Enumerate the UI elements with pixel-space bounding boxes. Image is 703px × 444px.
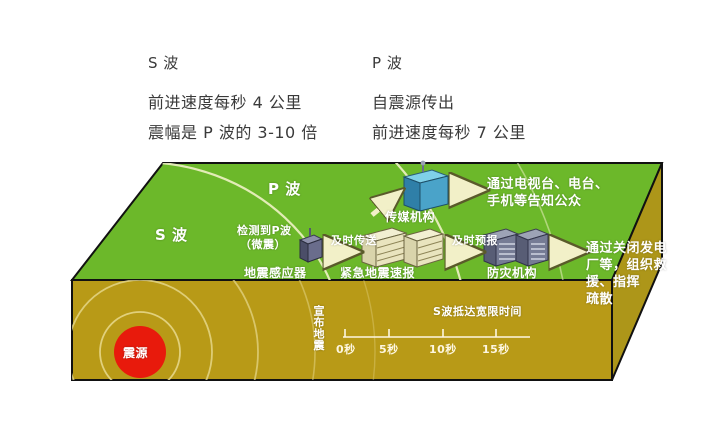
outcome-media-line-1: 通过电视台、电台、 [487, 177, 609, 192]
legend-p-wave-title: P 波 [372, 54, 403, 72]
label-p-wave: P 波 [268, 180, 301, 198]
label-detect-p-wave-line-1: 检测到P波 [237, 224, 292, 237]
outcome-agency-line-1: 通过关闭发电 [586, 241, 668, 256]
node-label-seismic-sensor: 地震感应器 [244, 266, 307, 280]
broadcast-box-icon [402, 160, 450, 212]
label-arrow-timely-transmit: 及时传送 [331, 234, 377, 247]
outcome-media-line-2: 手机等告知公众 [487, 194, 582, 209]
outcome-agency-line-4: 疏散 [586, 292, 614, 307]
hypocenter-marker [114, 326, 166, 378]
label-s-wave-grace-time: S波抵达宽限时间 [433, 305, 522, 318]
timeline-axis [343, 329, 530, 338]
arrow-center-to-media [372, 192, 400, 215]
subsurface-side-face [611, 162, 663, 381]
wave-rings-subsurface [72, 280, 376, 380]
legend-p-wave-line-1: 自震源传出 [372, 93, 455, 112]
legend-s-wave-line-2: 震幅是 P 波的 3-10 倍 [148, 123, 318, 142]
legend-s-wave-line-1: 前进速度每秒 4 公里 [148, 93, 302, 112]
legend-s-wave-title: S 波 [148, 54, 179, 72]
label-detect-p-wave-line-2: （微震） [240, 238, 286, 251]
label-announce-earthquake: 宣布地震 [312, 305, 325, 351]
seismic-sensor-icon [298, 228, 324, 263]
outcome-agency-line-2: 厂等，组织救 [586, 258, 668, 273]
data-center-icon [360, 227, 445, 268]
node-label-emergency-report: 紧急地震速报 [340, 266, 416, 280]
server-rack-icon [482, 228, 550, 267]
timeline-tick-0: 0秒 [336, 343, 356, 356]
timeline-tick-3: 15秒 [482, 343, 510, 356]
timeline-tick-1: 5秒 [379, 343, 399, 356]
node-label-disaster-agency: 防灾机构 [487, 266, 538, 280]
label-hypocenter: 震源 [123, 346, 149, 360]
legend-s-wave: S 波 前进速度每秒 4 公里 震幅是 P 波的 3-10 倍 [148, 52, 318, 149]
legend-p-wave-line-2: 前进速度每秒 7 公里 [372, 123, 526, 142]
timeline-tick-2: 10秒 [429, 343, 457, 356]
legend-p-wave: P 波 自震源传出 前进速度每秒 7 公里 [372, 52, 526, 149]
outcome-agency-line-3: 援、指挥 [586, 275, 641, 290]
label-arrow-timely-forecast: 及时预报 [452, 234, 498, 247]
label-s-wave: S 波 [155, 226, 188, 244]
node-label-media-organization: 传媒机构 [385, 210, 436, 224]
